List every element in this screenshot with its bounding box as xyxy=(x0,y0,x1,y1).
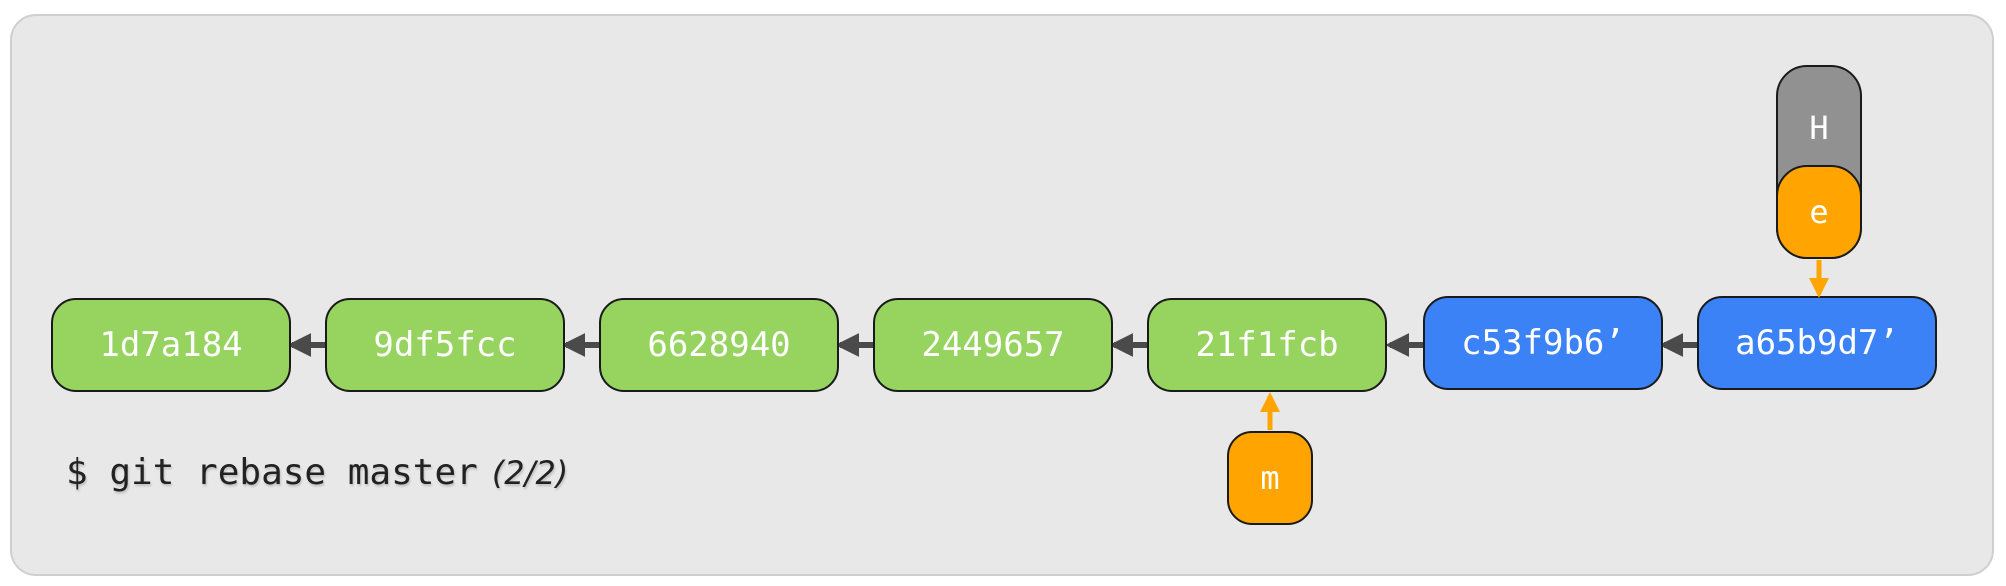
commit-box xyxy=(873,298,1113,392)
commit-node[interactable]: c53f9b6’ xyxy=(1423,296,1663,390)
commit-node[interactable]: 6628940 xyxy=(599,298,839,392)
branch-ref-box xyxy=(1776,165,1862,259)
commit-id: 9df5fcc xyxy=(373,325,516,365)
commit-node[interactable]: 2449657 xyxy=(873,298,1113,392)
commit-box xyxy=(599,298,839,392)
commit-id: a65b9d7’ xyxy=(1735,323,1899,363)
master-ref-label: m xyxy=(1260,459,1279,497)
command-progress: (2/2) xyxy=(491,454,569,492)
command-text: $ git rebase master xyxy=(66,452,478,493)
commit-node[interactable]: a65b9d7’ xyxy=(1697,296,1937,390)
commit-id: c53f9b6’ xyxy=(1461,323,1625,363)
commit-box xyxy=(325,298,565,392)
commit-box xyxy=(1147,298,1387,392)
commit-node[interactable]: 9df5fcc xyxy=(325,298,565,392)
commit-id: 21f1fcb xyxy=(1195,325,1338,365)
head-ref-label: H xyxy=(1809,109,1828,147)
commit-id: 6628940 xyxy=(647,325,790,365)
commit-box xyxy=(1423,296,1663,390)
command-line: $ git rebase master (2/2) xyxy=(66,452,568,493)
diagram-panel xyxy=(10,14,1994,576)
commit-id: 1d7a184 xyxy=(99,325,242,365)
branch-ref[interactable]: e xyxy=(1776,165,1862,259)
branch-ref-label: e xyxy=(1809,193,1828,231)
master-ref[interactable]: m xyxy=(1227,431,1313,525)
master-ref-box xyxy=(1227,431,1313,525)
commit-box xyxy=(51,298,291,392)
commit-node[interactable]: 1d7a184 xyxy=(51,298,291,392)
commit-id: 2449657 xyxy=(921,325,1064,365)
commit-node[interactable]: 21f1fcb xyxy=(1147,298,1387,392)
